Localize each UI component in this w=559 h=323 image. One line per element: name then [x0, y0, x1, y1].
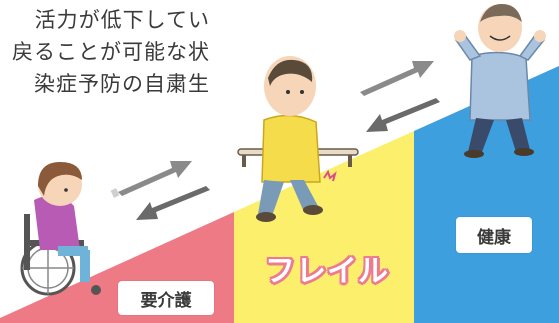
- description-text: 活力が低下してい 戻ることが可能な状 染症予防の自粛生: [0, 4, 210, 100]
- text-line-2: 戻ることが可能な状: [12, 40, 210, 64]
- care-label: 要介護: [118, 281, 214, 315]
- text-line-3: 染症予防の自粛生: [34, 72, 210, 96]
- health-label: 健康: [456, 217, 532, 253]
- healthy-person: [454, 4, 546, 158]
- arrow-down-right: [366, 98, 440, 132]
- frail-zone: [234, 131, 414, 323]
- arrow-up-right: [360, 61, 434, 96]
- text-line-1: 活力が低下してい: [34, 8, 210, 32]
- walking-person: [237, 56, 359, 222]
- arrow-up-left: [110, 161, 192, 198]
- wheelchair-person: [20, 162, 101, 296]
- arrow-down-left: [136, 186, 210, 220]
- frail-label: フレイル: [265, 254, 389, 289]
